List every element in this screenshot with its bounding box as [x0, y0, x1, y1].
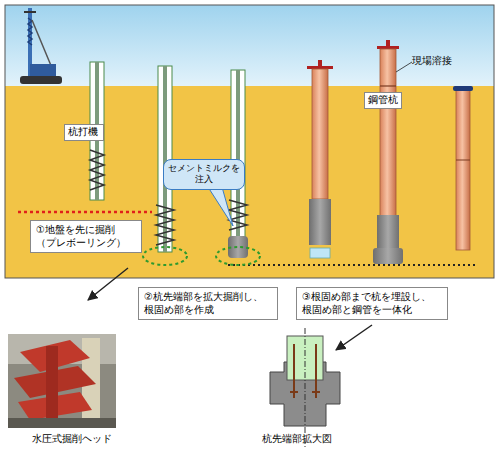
pile-driver-rig: [20, 8, 62, 84]
auger-step-3-part: [236, 70, 240, 240]
pile-tip-enlarged-view: [270, 328, 340, 448]
box-text: 鋼管杭: [368, 94, 398, 107]
ground-panel-part: [5, 86, 494, 278]
pile-driver-rig-part: [32, 20, 52, 68]
pile-driver-rig-part: [30, 64, 56, 76]
text-label: 水圧式掘削ヘッド: [32, 432, 112, 446]
drill-head-photo-part: [8, 334, 116, 428]
pile-tip-enlarged-view-part: [315, 344, 317, 398]
text-label: 現場溶接: [412, 54, 452, 68]
red-dotted-line-part: [18, 211, 152, 214]
box-text: セメントミルクを 注入: [168, 163, 240, 186]
steel-pile-step-4-part: [310, 248, 330, 258]
steel-pile-step-6: [453, 86, 473, 250]
auger-step-1-part: [90, 150, 104, 190]
pile-tip-enlarged-view-part: [312, 391, 320, 393]
depth-dotted-line: [228, 265, 478, 266]
box-text: 杭打機: [68, 126, 100, 139]
pile-driver-rig-part: [20, 76, 62, 84]
box-text: ②杭先端部を拡大掘削し、 根固め部を作成: [144, 291, 272, 316]
ground-panel: [5, 5, 494, 278]
box-text: ①地盤を先に掘削 （プレボーリング）: [36, 224, 136, 249]
ground-panel-part: [5, 5, 494, 278]
steel-pile-step-5-part: [373, 248, 403, 264]
step-box: ②杭先端部を拡大掘削し、 根固め部を作成: [138, 287, 278, 320]
step-box: ③根固め部まで杭を埋設し、 根固め部と鋼管を一体化: [296, 287, 448, 320]
pile-tip-enlarged-view-part: [293, 344, 295, 398]
steel-pile-step-5: [373, 40, 412, 264]
steel-pile-step-5-part: [377, 215, 399, 249]
drill-head-photo-part: [8, 418, 116, 428]
steel-pile-step-6-part: [456, 90, 470, 250]
steel-pile-step-5-part: [380, 85, 396, 86]
ground-panel-part: [5, 5, 494, 87]
steel-pile-step-6-part: [453, 86, 473, 91]
text-label: 杭先端部拡大図: [262, 432, 332, 446]
auger-step-3-part: [216, 247, 260, 265]
steel-pile-step-4-part: [309, 199, 331, 245]
callout-tail-part: [208, 187, 233, 226]
depth-dotted-line-part: [228, 264, 478, 266]
label-box: 杭打機: [64, 124, 104, 141]
drill-head-photo-part: [46, 346, 58, 426]
steel-pile-step-5-part: [396, 62, 412, 72]
steel-pile-step-4-part: [318, 60, 322, 67]
label-box: 鋼管杭: [364, 92, 402, 109]
pointer-arrows-part: [88, 268, 128, 300]
red-dotted-line: [18, 212, 152, 213]
step-box: ①地盤を先に掘削 （プレボーリング）: [30, 220, 142, 253]
auger-step-3-part: [229, 200, 247, 230]
box-text: ③根固め部まで杭を埋設し、 根固め部と鋼管を一体化: [302, 291, 442, 316]
pile-driver-rig-part: [24, 11, 36, 13]
pile-tip-enlarged-view-part: [305, 328, 306, 448]
pile-driver-rig-part: [28, 18, 32, 45]
callout-tail: [208, 187, 233, 226]
steel-pile-step-4: [307, 60, 333, 258]
auger-step-2-part: [156, 205, 174, 245]
steel-pile-step-6-part: [456, 160, 470, 161]
auger-step-2-part: [143, 247, 187, 265]
steel-pile-step-5-part: [380, 49, 396, 217]
steel-pile-step-5-part: [386, 40, 390, 47]
pointer-arrows-part: [336, 325, 372, 350]
callout-box: セメントミルクを 注入: [163, 159, 245, 190]
pile-tip-enlarged-view-part: [290, 391, 298, 393]
steel-pile-step-4-part: [312, 69, 328, 199]
drill-head-photo: [8, 334, 116, 428]
